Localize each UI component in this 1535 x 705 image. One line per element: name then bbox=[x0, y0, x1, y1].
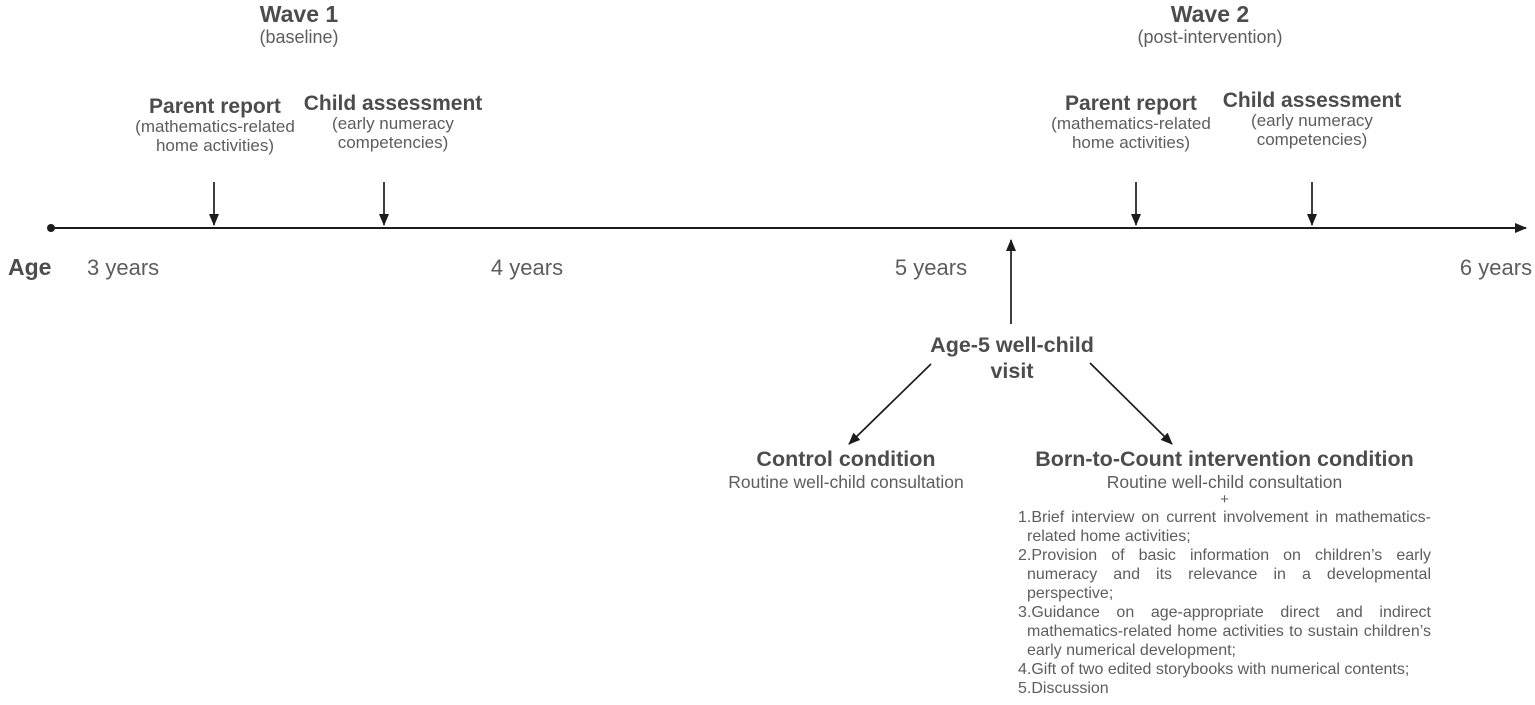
assessment-title: Child assessment bbox=[1222, 89, 1402, 112]
tick-4-years: 4 years bbox=[490, 255, 564, 280]
control-condition-subtitle: Routine well-child consultation bbox=[728, 472, 964, 492]
control-branch-arrow-icon bbox=[848, 363, 932, 445]
intervention-condition: Born-to-Count intervention condition Rou… bbox=[1018, 448, 1431, 698]
intervention-branch-arrow-icon bbox=[1089, 362, 1173, 445]
visit-line1: Age-5 well-child bbox=[930, 333, 1094, 357]
control-condition-title: Control condition bbox=[756, 447, 936, 471]
wave1-parent-report: Parent report (mathematics-related home … bbox=[135, 95, 295, 155]
assessment-title: Parent report bbox=[1065, 92, 1197, 115]
tick-5-years: 5 years bbox=[894, 255, 968, 280]
intervention-item-3: 3.Guidance on age-appropriate direct and… bbox=[1018, 604, 1431, 659]
intervention-item-4: 4.Gift of two edited storybooks with num… bbox=[1018, 661, 1410, 678]
age-axis-label: Age bbox=[8, 254, 52, 280]
assessment-detail: competencies) bbox=[337, 132, 449, 152]
control-condition: Control condition Routine well-child con… bbox=[728, 448, 963, 492]
assessment-detail: (early numeracy bbox=[332, 114, 454, 133]
assessment-detail: (mathematics-related bbox=[1051, 114, 1211, 133]
wave1-header: Wave 1 (baseline) bbox=[259, 1, 339, 48]
wave1-subtitle: (baseline) bbox=[259, 27, 339, 47]
wave2-header: Wave 2 (post-intervention) bbox=[1137, 1, 1283, 48]
wave2-child-assessment: Child assessment (early numeracy compete… bbox=[1223, 89, 1402, 149]
intervention-components-list: 1.Brief interview on current involvement… bbox=[1018, 508, 1431, 698]
intervention-item-2: 2.Provision of basic information on chil… bbox=[1018, 547, 1431, 602]
tick-3-years: 3 years bbox=[87, 255, 160, 280]
plus-sign: + bbox=[1220, 491, 1229, 508]
assessment-title: Child assessment bbox=[303, 92, 483, 115]
intervention-item-1: 1.Brief interview on current involvement… bbox=[1018, 509, 1431, 545]
intervention-item-5: 5.Discussion bbox=[1018, 680, 1109, 697]
assessment-title: Parent report bbox=[149, 95, 281, 118]
visit-line2: visit bbox=[990, 359, 1034, 383]
assessment-detail: home activities) bbox=[155, 135, 275, 155]
wave1-child-assessment: Child assessment (early numeracy compete… bbox=[304, 92, 483, 152]
assessment-detail: (mathematics-related bbox=[135, 117, 295, 136]
assessment-detail: competencies) bbox=[1256, 129, 1368, 149]
assessment-detail: (early numeracy bbox=[1251, 111, 1373, 130]
intervention-condition-subtitle: Routine well-child consultation bbox=[1106, 472, 1343, 492]
wave1-title: Wave 1 bbox=[259, 1, 339, 27]
assessment-detail: home activities) bbox=[1071, 132, 1191, 152]
well-child-visit-label: Age-5 well-child visit bbox=[930, 332, 1094, 384]
tick-6-years: 6 years bbox=[1459, 255, 1533, 280]
wave2-parent-report: Parent report (mathematics-related home … bbox=[1051, 92, 1211, 152]
wave2-title: Wave 2 bbox=[1170, 1, 1250, 27]
wave2-subtitle: (post-intervention) bbox=[1137, 27, 1283, 47]
intervention-condition-title: Born-to-Count intervention condition bbox=[1035, 447, 1414, 471]
